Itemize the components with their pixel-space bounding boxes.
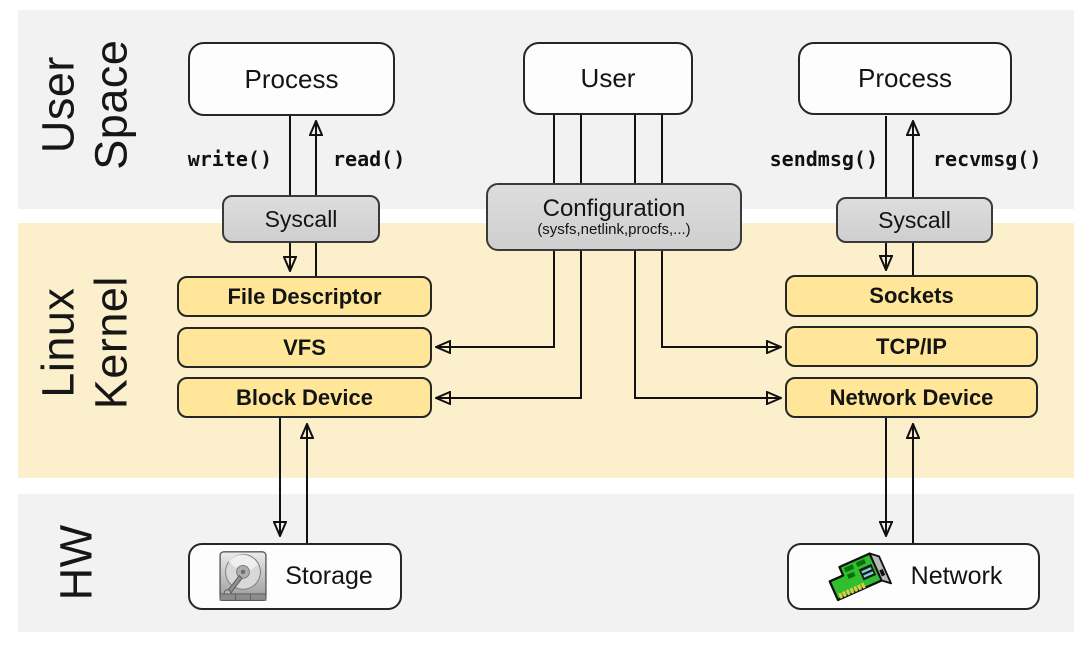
user-box: User	[523, 42, 693, 115]
read-edge-label: read()	[333, 147, 406, 171]
tcpip-label: TCP/IP	[876, 333, 947, 359]
storage-label: Storage	[285, 562, 373, 590]
syscall-left-box: Syscall	[222, 195, 380, 243]
sendmsg-edge-label: sendmsg()	[769, 147, 878, 171]
file-descriptor-label: File Descriptor	[227, 283, 382, 309]
edge-config-to-network-device	[634, 251, 781, 398]
process-left-label: Process	[244, 63, 339, 94]
network-device-box: Network Device	[785, 377, 1038, 418]
recvmsg-edge-label: recvmsg()	[933, 147, 1042, 171]
network-card-icon	[828, 551, 892, 601]
network-label: Network	[910, 562, 1003, 590]
storage-box: Storage	[188, 543, 402, 610]
network-box: Network	[787, 543, 1040, 610]
syscall-right-box: Syscall	[836, 197, 993, 243]
edge-config-to-vfs	[436, 251, 555, 347]
sockets-box: Sockets	[785, 275, 1038, 317]
vfs-label: VFS	[283, 334, 326, 360]
process-left-box: Process	[188, 42, 395, 116]
syscall-left-label: Syscall	[264, 205, 338, 232]
tcpip-box: TCP/IP	[785, 326, 1038, 367]
block-device-box: Block Device	[177, 377, 432, 418]
configuration-subtitle: (sysfs,netlink,procfs,...)	[537, 220, 691, 238]
process-right-box: Process	[798, 42, 1012, 115]
hard-disk-icon	[219, 551, 267, 602]
file-descriptor-box: File Descriptor	[177, 276, 432, 317]
process-right-label: Process	[858, 63, 952, 93]
user-box-label: User	[580, 63, 636, 93]
network-device-label: Network Device	[829, 384, 994, 410]
edge-config-to-tcpip	[661, 251, 781, 347]
edge-config-to-block-device	[436, 251, 582, 398]
vfs-box: VFS	[177, 327, 432, 368]
write-edge-label: write()	[187, 147, 272, 171]
block-device-label: Block Device	[236, 384, 373, 410]
sockets-label: Sockets	[869, 283, 954, 308]
configuration-box: Configuration (sysfs,netlink,procfs,...)	[486, 183, 742, 251]
configuration-title: Configuration	[542, 194, 686, 222]
syscall-right-label: Syscall	[878, 206, 951, 233]
